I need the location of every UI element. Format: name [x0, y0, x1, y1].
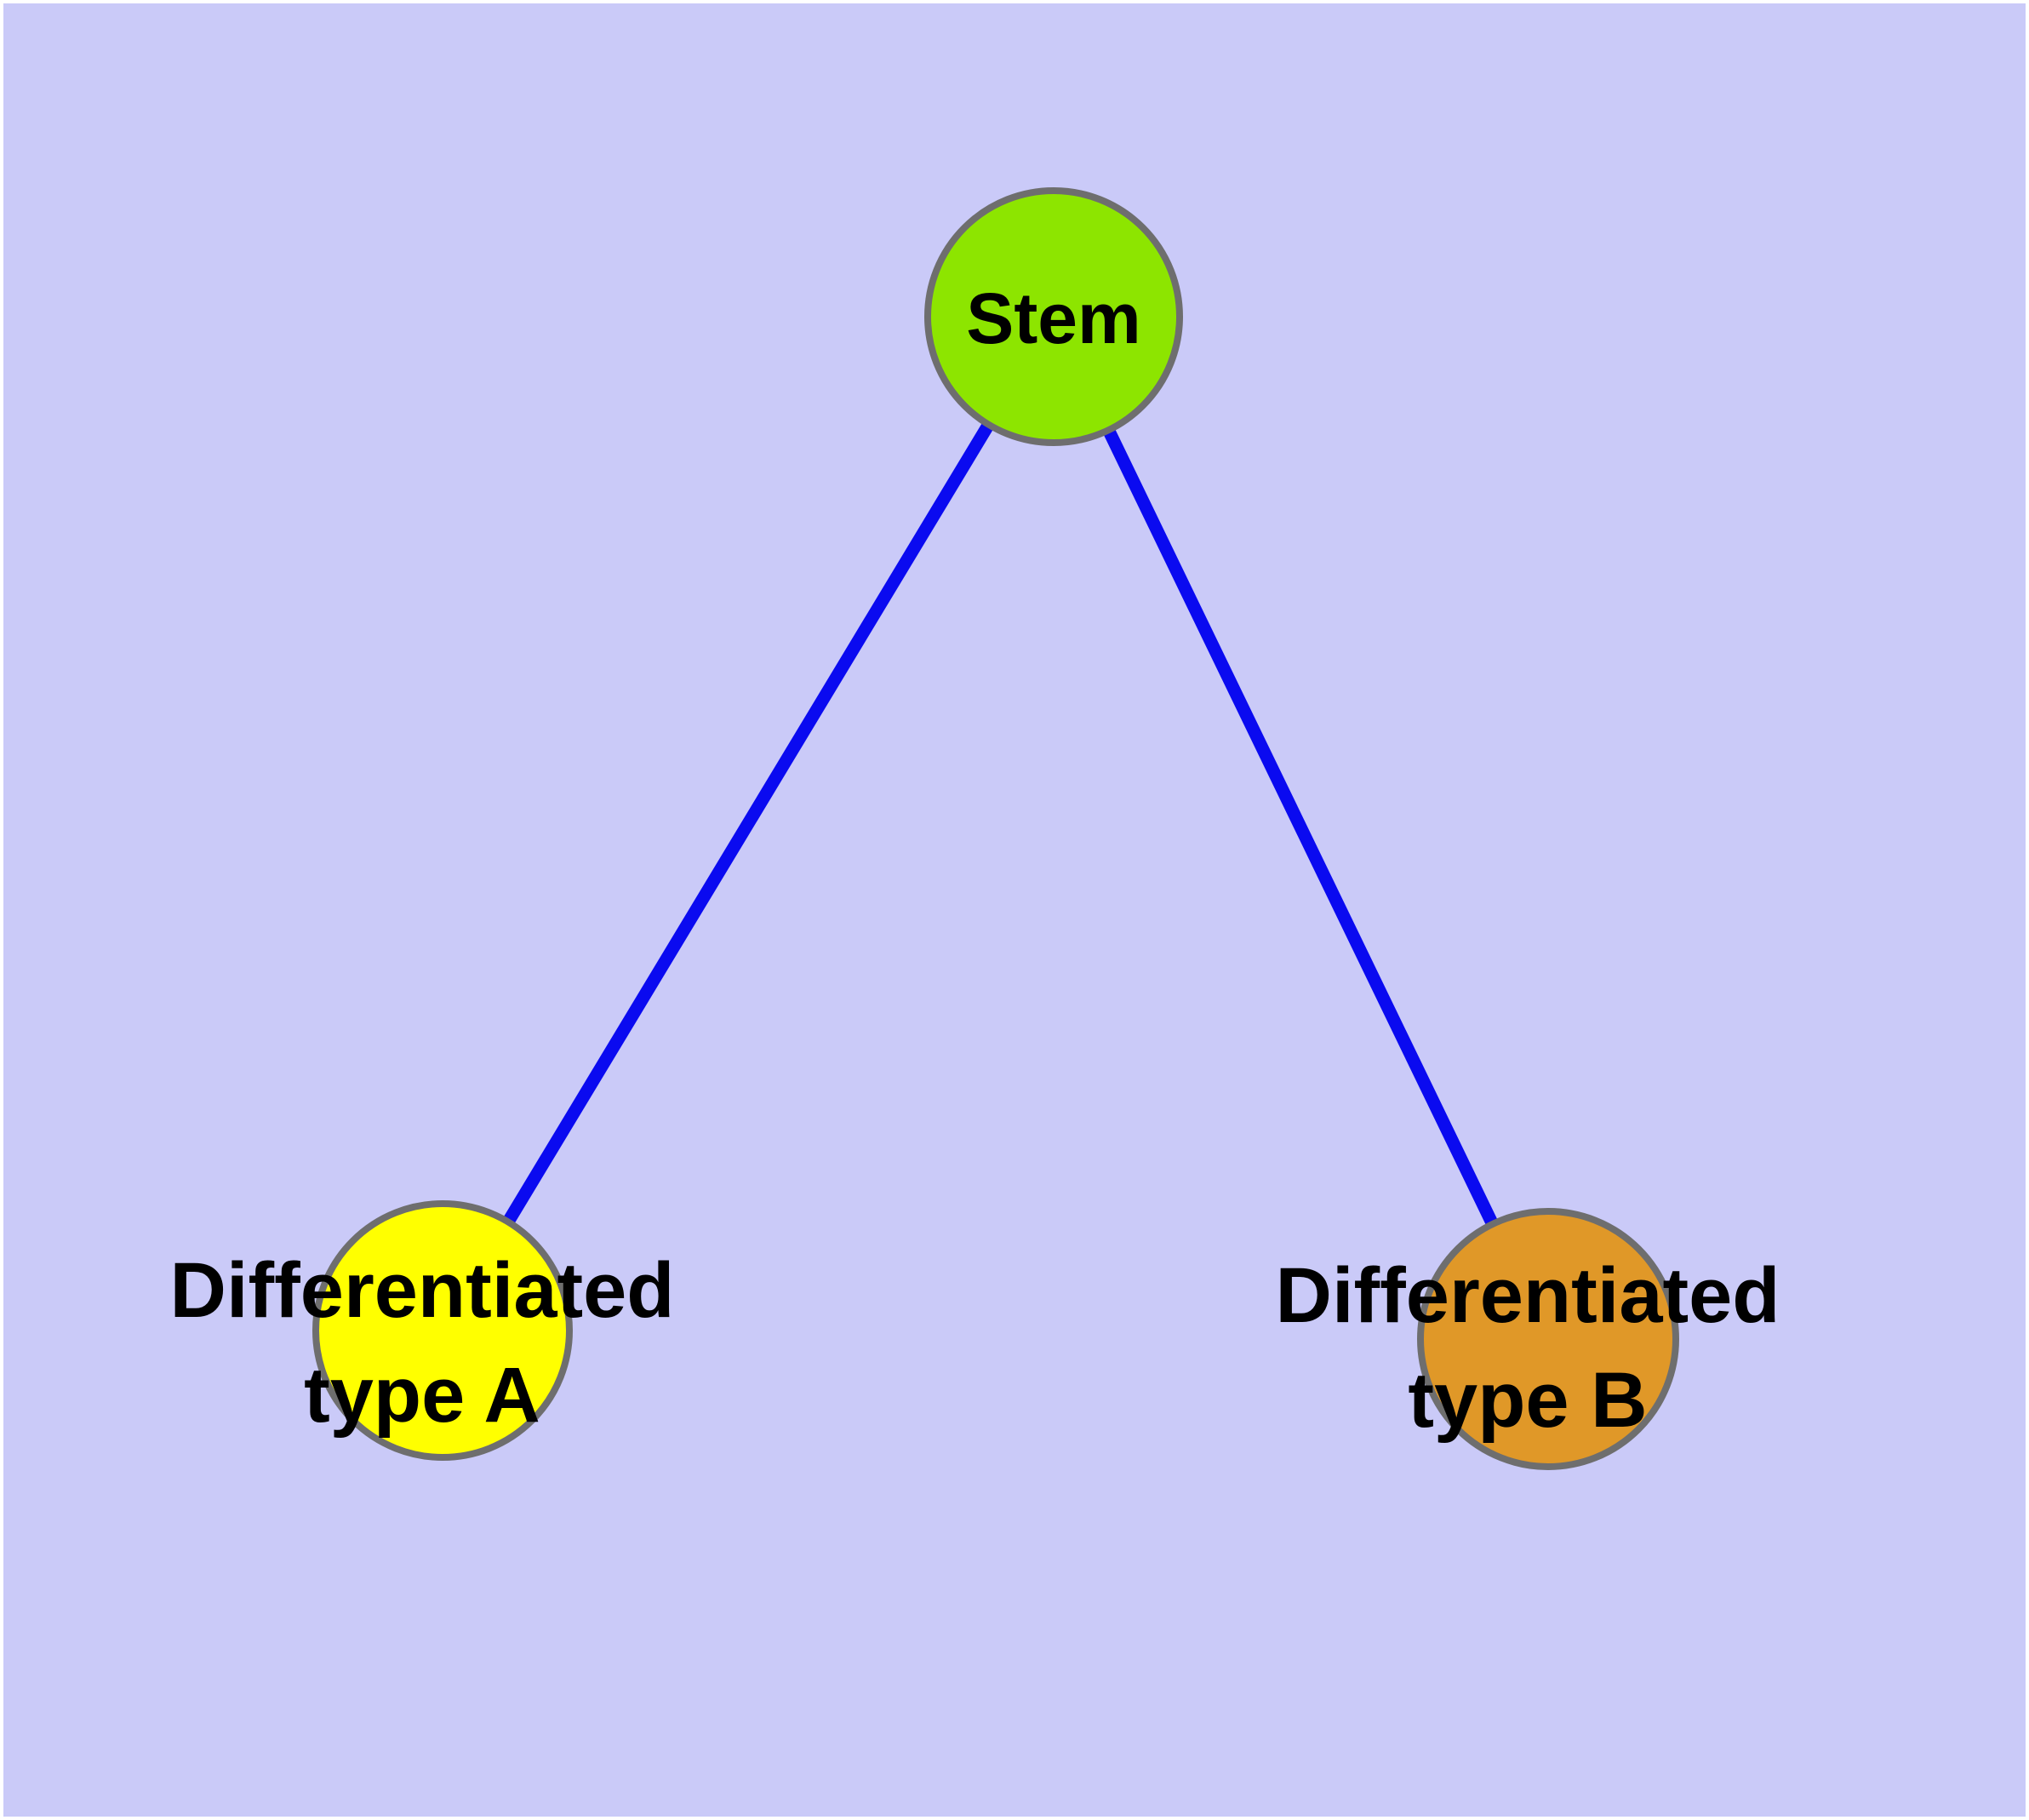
edge-stem-to-type-a — [436, 310, 1060, 1337]
node-type-a-label-line2: type A — [304, 1352, 540, 1439]
node-stem-label: Stem — [966, 278, 1140, 358]
node-type-b-label-line1: Differentiated — [1276, 1252, 1780, 1339]
node-type-a-circle — [312, 1200, 573, 1461]
node-type-b-label-line2: type B — [1408, 1357, 1647, 1444]
node-stem: Stem — [924, 187, 1183, 446]
node-type-a-label-line1: Differentiated — [170, 1247, 675, 1334]
node-type-a: Differentiated type A — [170, 1200, 675, 1461]
node-type-b: Differentiated type B — [1276, 1208, 1780, 1470]
edge-group — [436, 310, 1555, 1346]
node-type-b-circle — [1417, 1208, 1679, 1470]
node-stem-circle — [924, 187, 1183, 446]
edge-stem-to-type-b — [1047, 310, 1555, 1346]
